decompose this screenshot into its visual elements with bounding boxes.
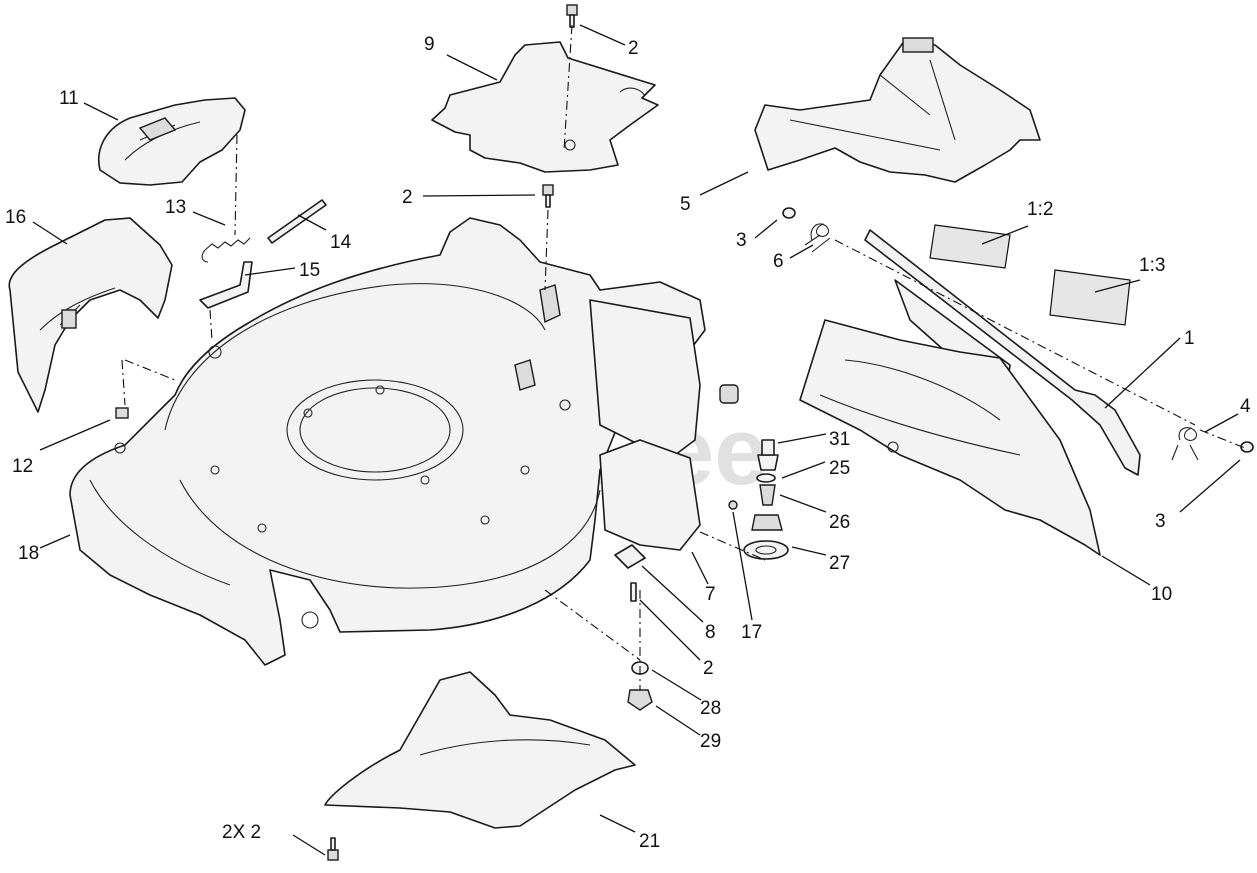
callout-labels: 9 2 11 16 13 14 15 2 5 3 6 1:2 1:3 1 4 3…	[5, 34, 1251, 852]
callout-1: 1	[1184, 328, 1195, 349]
callout-29: 29	[700, 731, 721, 752]
callout-9: 9	[424, 34, 435, 55]
part-21-mulch-plug	[324, 671, 636, 829]
part-15-bracket	[199, 261, 253, 309]
part-27-nut	[743, 514, 789, 560]
callout-16: 16	[5, 207, 26, 228]
bolt-top	[566, 4, 578, 28]
callout-15: 15	[299, 260, 320, 281]
part-9-baffle-plate	[431, 41, 659, 173]
part-31-fitting	[757, 439, 779, 471]
part-5-bag-frame	[754, 37, 1041, 183]
part-25-washer	[756, 473, 776, 483]
callout-5: 5	[680, 194, 691, 215]
callout-7: 7	[705, 584, 716, 605]
assembly-lines	[121, 24, 1246, 690]
callout-13: 13	[165, 197, 186, 218]
part-16-side-shield	[8, 217, 173, 413]
callout-21: 21	[639, 831, 660, 852]
part-7-deflector	[599, 439, 701, 551]
part-1-2-decal	[929, 224, 1011, 269]
part-1-3-decal	[1049, 269, 1131, 326]
part-12-nut	[115, 407, 129, 419]
part-6-spring	[804, 223, 831, 253]
callout-31: 31	[829, 429, 850, 450]
callout-12: 12	[12, 456, 33, 477]
bolt-lower	[630, 582, 637, 602]
part-29-nut	[627, 689, 653, 711]
part-14-rod	[267, 199, 327, 244]
callout-2x-2: 2X 2	[222, 822, 261, 843]
callout-27: 27	[829, 553, 850, 574]
callout-1-3: 1:3	[1139, 255, 1165, 276]
callout-14: 14	[330, 232, 352, 253]
callout-1-2: 1:2	[1027, 199, 1053, 220]
part-4-spring	[1171, 427, 1199, 461]
callout-2: 2	[703, 658, 714, 679]
callout-2: 2	[628, 38, 639, 59]
part-11-cover	[98, 97, 246, 186]
bolt-mid	[542, 184, 554, 208]
part-18-deck	[69, 217, 739, 666]
callout-8: 8	[705, 622, 716, 643]
callout-6: 6	[773, 251, 784, 272]
callout-10: 10	[1151, 584, 1172, 605]
part-3-washer	[782, 207, 796, 219]
callout-17: 17	[741, 622, 762, 643]
callout-18: 18	[18, 543, 39, 564]
leader-lines	[32, 24, 1241, 856]
callout-26: 26	[829, 512, 850, 533]
bolt-bottom	[327, 837, 339, 861]
part-10-rear-flap	[799, 319, 1101, 556]
part-26-insert	[759, 484, 776, 506]
callout-28: 28	[700, 698, 721, 719]
callout-25: 25	[829, 458, 850, 479]
part-3-washer-b	[1240, 441, 1254, 453]
callout-3: 3	[1155, 511, 1166, 532]
callout-11: 11	[59, 88, 79, 109]
part-17-screw	[728, 500, 738, 510]
callout-4: 4	[1240, 396, 1251, 417]
callout-3: 3	[736, 230, 747, 251]
part-13-spring	[201, 237, 251, 263]
part-8-bracket	[614, 544, 646, 569]
callout-2: 2	[402, 187, 413, 208]
